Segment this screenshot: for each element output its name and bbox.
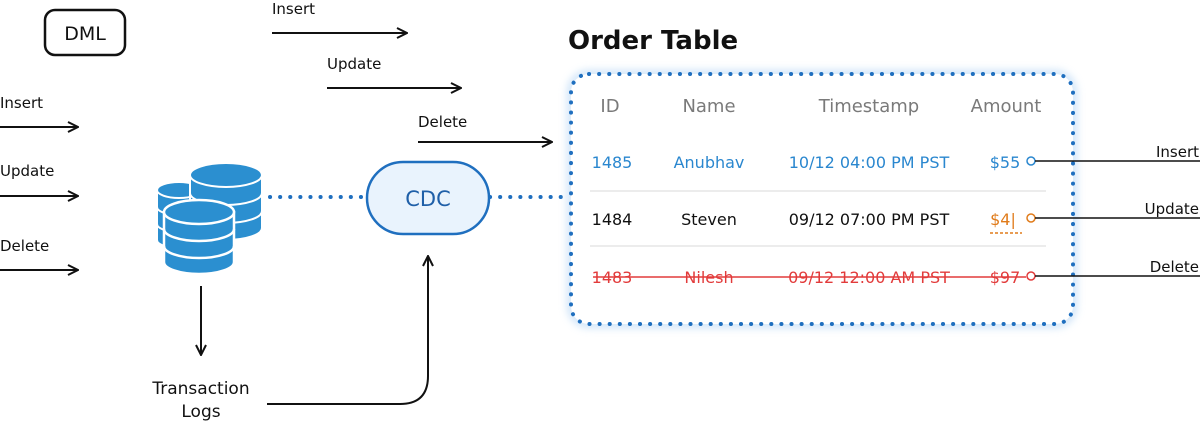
table-title: Order Table bbox=[568, 26, 738, 56]
cell-timestamp: 09/12 07:00 PM PST bbox=[789, 210, 950, 229]
left-update-arrow: Update bbox=[0, 162, 78, 196]
cdc-label: CDC bbox=[405, 187, 451, 211]
header-amount: Amount bbox=[971, 96, 1042, 117]
table-row-deleted: 1483 Nilesh 09/12 12:00 AM PST $97 bbox=[592, 268, 1026, 287]
dml-badge-label: DML bbox=[64, 23, 106, 45]
delete-callout: Delete bbox=[1026, 258, 1200, 281]
cell-name: Steven bbox=[681, 210, 737, 229]
left-delete-arrow: Delete bbox=[0, 237, 78, 270]
table-row-updated: 1484 Steven 09/12 07:00 PM PST $4| bbox=[592, 210, 1022, 234]
header-name: Name bbox=[682, 96, 735, 117]
left-delete-label: Delete bbox=[0, 237, 49, 255]
logs-to-cdc-arrow bbox=[267, 256, 428, 405]
left-insert-label: Insert bbox=[0, 94, 43, 112]
table-row-inserted: 1485 Anubhav 10/12 04:00 PM PST $55 bbox=[592, 153, 1021, 172]
cell-timestamp: 10/12 04:00 PM PST bbox=[789, 153, 950, 172]
order-table: ID Name Timestamp Amount 1485 Anubhav 10… bbox=[567, 70, 1077, 328]
cell-amount: $4| bbox=[990, 210, 1016, 229]
database-icon bbox=[156, 162, 263, 276]
update-callout: Update bbox=[1026, 200, 1200, 223]
cell-name: Anubhav bbox=[674, 153, 745, 172]
logs-label-line2: Logs bbox=[181, 402, 220, 422]
cdc-node: CDC bbox=[365, 160, 491, 236]
top-insert-label: Insert bbox=[272, 0, 315, 18]
logs-label-line1: Transaction bbox=[151, 379, 249, 399]
top-delete-label: Delete bbox=[418, 113, 467, 131]
dml-badge: DML bbox=[43, 8, 127, 57]
insert-callout: Insert bbox=[1026, 143, 1200, 166]
left-insert-arrow: Insert bbox=[0, 94, 78, 127]
header-id: ID bbox=[600, 96, 619, 117]
delete-callout-label: Delete bbox=[1150, 258, 1199, 276]
transaction-logs: Transaction Logs bbox=[151, 379, 249, 422]
top-update-arrow: Update bbox=[327, 55, 461, 88]
top-update-label: Update bbox=[327, 55, 381, 73]
top-delete-arrow: Delete bbox=[418, 113, 552, 142]
cell-amount: $55 bbox=[990, 153, 1021, 172]
top-insert-arrow: Insert bbox=[272, 0, 407, 33]
left-update-label: Update bbox=[0, 162, 54, 180]
header-timestamp: Timestamp bbox=[818, 96, 919, 117]
cell-id: 1485 bbox=[592, 153, 633, 172]
cell-id: 1484 bbox=[592, 210, 633, 229]
update-callout-label: Update bbox=[1145, 200, 1199, 218]
insert-callout-label: Insert bbox=[1156, 143, 1199, 161]
